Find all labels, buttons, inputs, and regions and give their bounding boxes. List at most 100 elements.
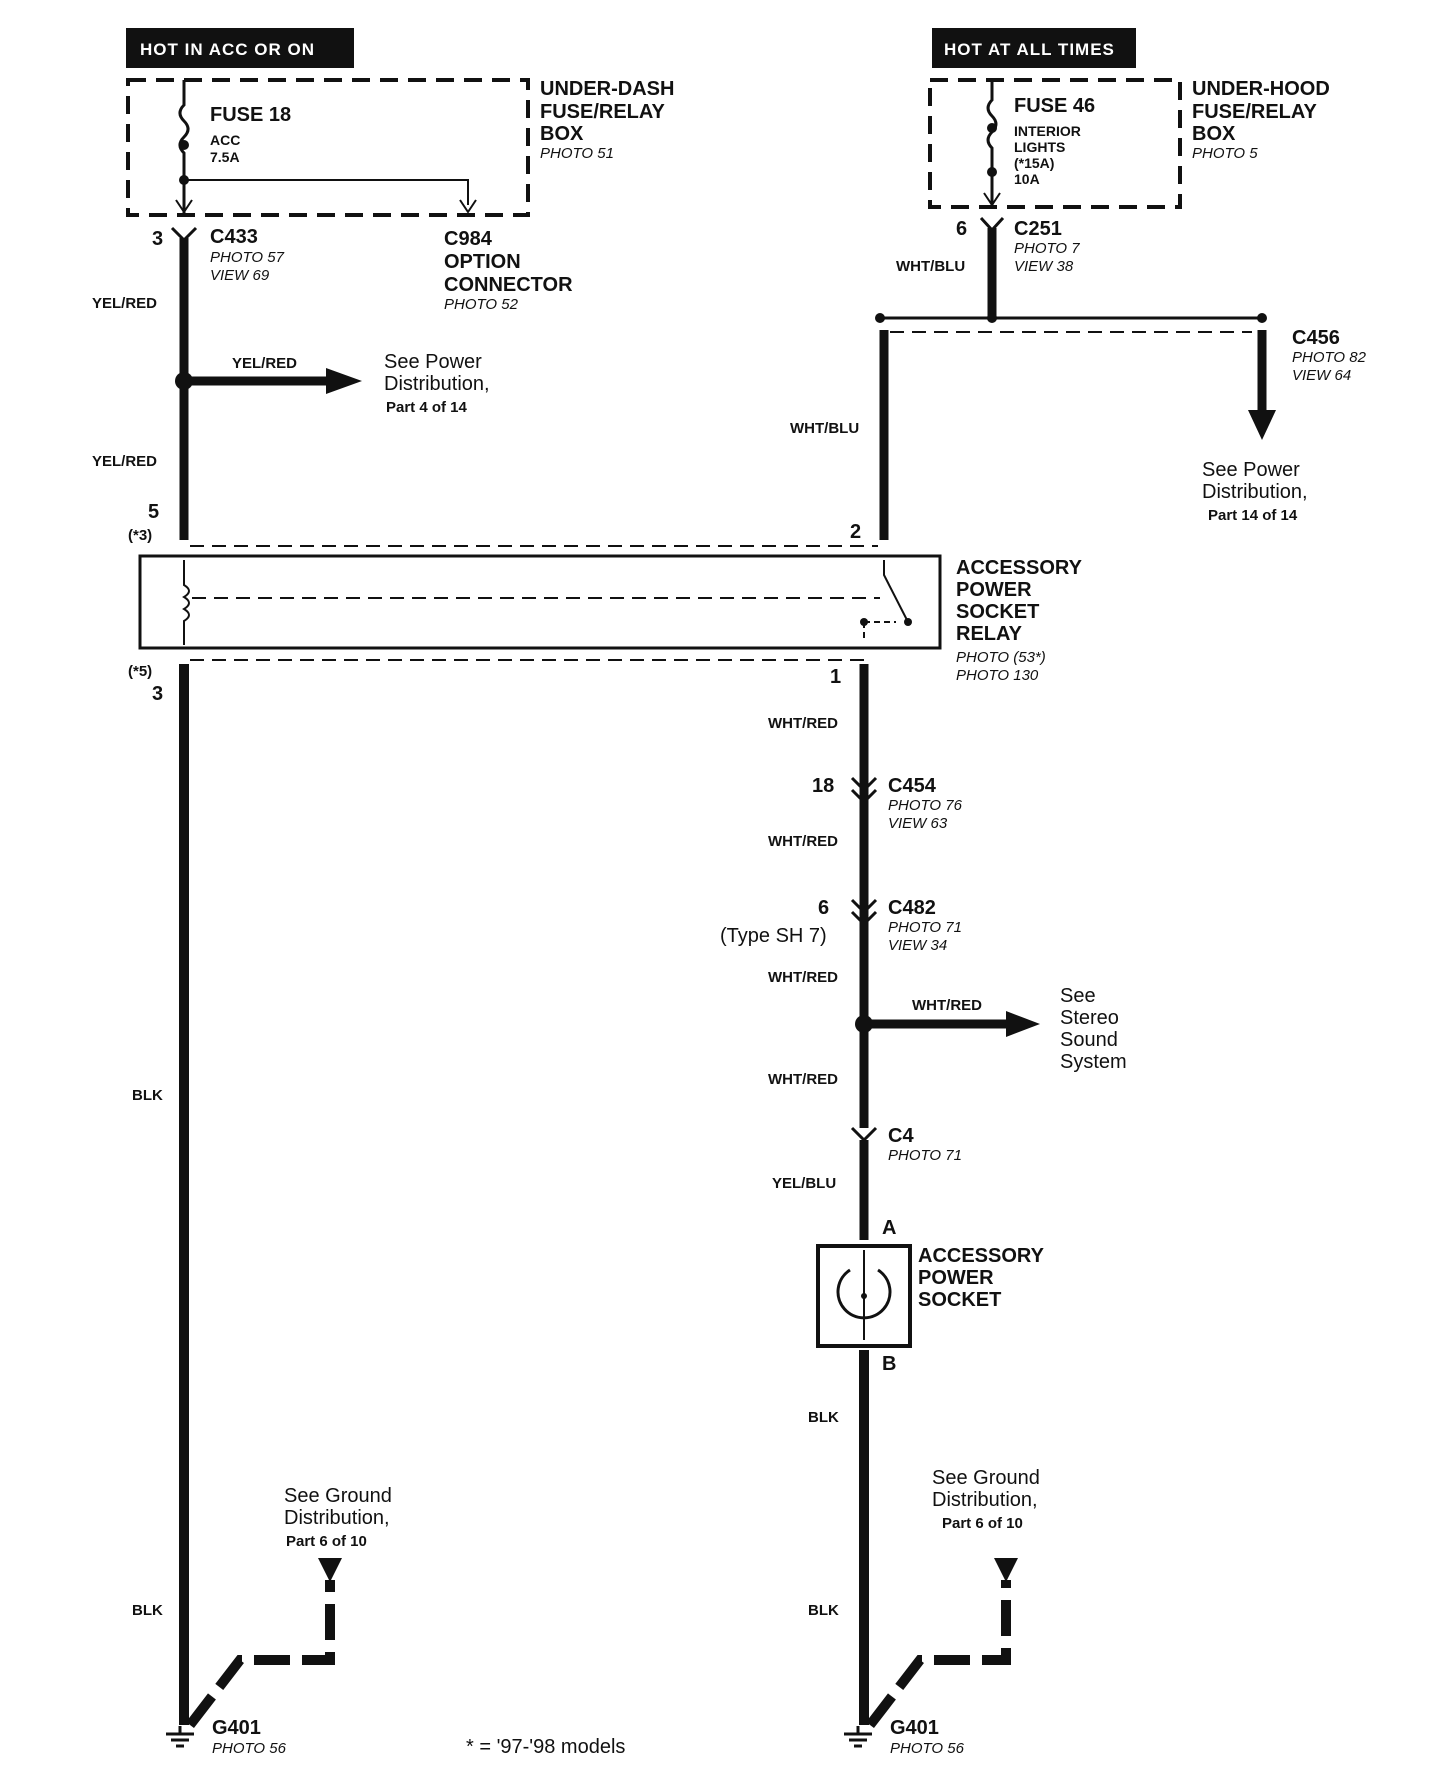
wire-label-wht-blu-1: WHT/BLU <box>896 258 965 275</box>
c984-line2: OPTION <box>444 251 521 273</box>
c433-name: C433 <box>210 226 258 248</box>
under-dash-title-3: BOX <box>540 123 584 145</box>
under-dash-photo: PHOTO 51 <box>540 145 614 162</box>
arrow-ground-right <box>994 1558 1018 1582</box>
ref-power14-1: See Power <box>1202 459 1300 481</box>
ref-ground-right-3: Part 6 of 10 <box>942 1515 1023 1532</box>
c251-name: C251 <box>1014 218 1062 240</box>
ref-ground-left-1: See Ground <box>284 1485 392 1507</box>
wire-label-blk-right-1: BLK <box>808 1409 839 1426</box>
socket-title-3: SOCKET <box>918 1289 1001 1311</box>
c984-line3: CONNECTOR <box>444 274 573 296</box>
relay-switch-icon <box>883 560 909 623</box>
socket-title-1: ACCESSORY <box>918 1245 1045 1267</box>
under-dash-box <box>126 78 530 217</box>
c251-view: VIEW 38 <box>1014 258 1074 275</box>
ref-stereo-3: Sound <box>1060 1029 1118 1051</box>
ref-ground-left-3: Part 6 of 10 <box>286 1533 367 1550</box>
c456-view: VIEW 64 <box>1292 367 1351 384</box>
arrow-power14 <box>1248 410 1276 440</box>
c454-name: C454 <box>888 775 937 797</box>
ref-ground-right-1: See Ground <box>932 1467 1040 1489</box>
splice-left <box>175 372 193 390</box>
wire-label-wht-red-3: WHT/RED <box>768 969 838 986</box>
ground-left-icon <box>166 1726 194 1748</box>
ground-right-branch <box>866 1580 1011 1729</box>
c251-pin: 6 <box>956 218 967 240</box>
relay-coil-icon <box>182 560 190 645</box>
relay-title-2: POWER <box>956 579 1032 601</box>
power-socket-icon <box>836 1250 892 1340</box>
c433-photo: PHOTO 57 <box>210 249 285 266</box>
relay-pin5-alt: (*3) <box>128 527 152 544</box>
under-hood-photo: PHOTO 5 <box>1192 145 1258 162</box>
fuse-46-sub1: INTERIOR <box>1014 123 1081 139</box>
connector-c454-symbol <box>850 776 878 805</box>
relay-title-4: RELAY <box>956 623 1023 645</box>
fuse-46-sub3: (*15A) <box>1014 155 1054 171</box>
header-left-box <box>126 28 354 68</box>
socket-box <box>816 1244 912 1348</box>
under-hood-title-2: FUSE/RELAY <box>1192 101 1318 123</box>
c454-photo: PHOTO 76 <box>888 797 963 814</box>
c482-pin-alt: (Type SH 7) <box>720 925 827 947</box>
connector-c482-symbol <box>850 898 878 927</box>
fuse-18-sub1: ACC <box>210 132 240 148</box>
header-right-box <box>932 28 1136 68</box>
fuse-18-sub2: 7.5A <box>210 149 240 165</box>
wire-label-blk-left-2: BLK <box>132 1602 163 1619</box>
relay-photo-2: PHOTO 130 <box>956 667 1039 684</box>
connector-c4-symbol <box>850 1126 878 1143</box>
c454-view: VIEW 63 <box>888 815 948 832</box>
header-right: HOT AT ALL TIMES <box>944 40 1115 59</box>
wire-label-wht-red-4: WHT/RED <box>768 1071 838 1088</box>
wire-label-wht-red-1: WHT/RED <box>768 715 838 732</box>
c984-name: C984 <box>444 228 493 250</box>
ref-stereo-1: See <box>1060 985 1096 1007</box>
c456-photo: PHOTO 82 <box>1292 349 1367 366</box>
socket-pin-a: A <box>882 1217 896 1239</box>
ground-left-branch <box>186 1580 335 1729</box>
ground-left-photo: PHOTO 56 <box>212 1740 287 1757</box>
ground-right-icon <box>844 1726 872 1748</box>
splice-right <box>855 1015 873 1033</box>
wire-label-wht-red-2: WHT/RED <box>768 833 838 850</box>
wire-label-yel-red-2: YEL/RED <box>92 453 157 470</box>
relay-pin3: 3 <box>152 683 163 705</box>
wire-label-yel-red-branch: YEL/RED <box>232 355 297 372</box>
footnote: * = '97-'98 models <box>466 1736 625 1758</box>
under-hood-title-3: BOX <box>1192 123 1236 145</box>
ref-stereo-2: Stereo <box>1060 1007 1119 1029</box>
ground-right-name: G401 <box>890 1717 939 1739</box>
c4-name: C4 <box>888 1125 914 1147</box>
relay-pin2: 2 <box>850 521 861 543</box>
ref-ground-right-2: Distribution, <box>932 1489 1038 1511</box>
c984-photo: PHOTO 52 <box>444 296 519 313</box>
relay-title-1: ACCESSORY <box>956 557 1083 579</box>
ref-power4-3: Part 4 of 14 <box>386 399 468 416</box>
c482-name: C482 <box>888 897 936 919</box>
wire-label-yel-red-1: YEL/RED <box>92 295 157 312</box>
relay-photo-1: PHOTO (53*) <box>956 649 1046 666</box>
wire-label-blk-left-1: BLK <box>132 1087 163 1104</box>
c454-pin: 18 <box>812 775 834 797</box>
under-dash-title-1: UNDER-DASH <box>540 78 674 100</box>
arrow-ground-left <box>318 1558 342 1582</box>
arrow-power4 <box>326 368 362 394</box>
ref-power4-2: Distribution, <box>384 373 490 395</box>
fuse-46-sub2: LIGHTS <box>1014 139 1065 155</box>
relay-title-3: SOCKET <box>956 601 1039 623</box>
c251-photo: PHOTO 7 <box>1014 240 1080 257</box>
relay-box <box>138 554 942 650</box>
ref-power14-2: Distribution, <box>1202 481 1308 503</box>
arrow-stereo <box>1006 1011 1040 1037</box>
relay-pin1: 1 <box>830 666 841 688</box>
fuse-46-label: FUSE 46 <box>1014 95 1095 117</box>
ref-ground-left-2: Distribution, <box>284 1507 390 1529</box>
under-dash-title-2: FUSE/RELAY <box>540 101 666 123</box>
fuse-46-sub4: 10A <box>1014 171 1040 187</box>
wire-label-wht-blu-2: WHT/BLU <box>790 420 859 437</box>
c433-pin: 3 <box>152 228 163 250</box>
fuse-18-label: FUSE 18 <box>210 104 291 126</box>
